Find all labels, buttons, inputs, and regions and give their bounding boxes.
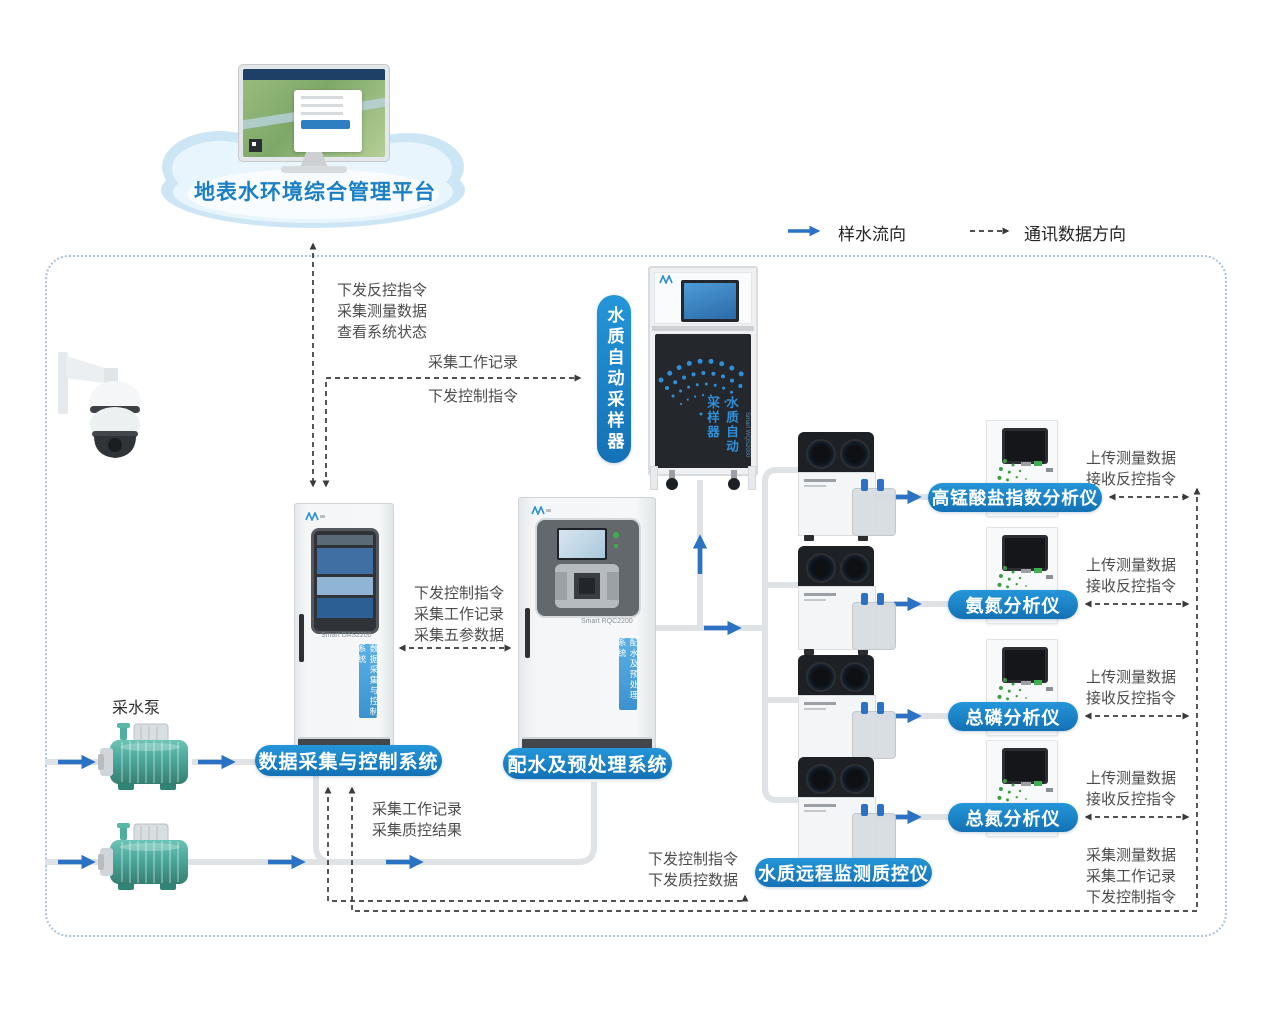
note-analyzer-comm-2: 上传测量数据 接收反控指令	[1086, 557, 1177, 595]
rqc-handle	[525, 608, 530, 658]
note-platform-link: 下发反控指令 采集测量数据 查看系统状态	[337, 282, 428, 341]
sampler-panel: 水质自动采样器 Smart WQS2000	[655, 334, 751, 468]
note-analyzer-comm-3: 上传测量数据 接收反控指令	[1086, 669, 1177, 707]
legend-sample-flow-label: 样水流向	[838, 225, 906, 244]
reagent-vessel	[852, 479, 896, 536]
dot-fan-decoration	[658, 358, 751, 420]
note-analyzer-comm-4: 上传测量数据 接收反控指令	[1086, 770, 1177, 808]
water-pump-1	[98, 723, 188, 790]
qc-unit-3	[798, 655, 898, 767]
das-strip-label: 数据采集与控制系统	[357, 644, 379, 718]
monitor-frame	[238, 64, 390, 162]
sampler-label-pill: 水质自动采样器	[597, 295, 631, 463]
caster-wheel	[728, 470, 740, 492]
sampler-model: Smart WQS2000	[744, 412, 750, 458]
station-boundary	[45, 255, 1227, 937]
rqc-window	[535, 518, 641, 618]
rqc-cabinet: Smart RQC2200 配水及预处理系统	[518, 497, 656, 755]
note-sampler-down: 下发控制指令	[427, 388, 518, 405]
login-button-shape	[301, 120, 350, 130]
comm-lines	[309, 242, 1201, 912]
sampler-panel-text: 水质自动采样器	[705, 396, 738, 454]
das-cabinet: Smart DAS2200 数据采集与控制系统	[294, 503, 394, 755]
monitor-screen	[243, 69, 385, 157]
das-label-pill: 数据采集与控制系统	[255, 745, 442, 776]
screen-header	[243, 69, 385, 80]
platform-monitor	[238, 64, 390, 174]
rqc-model: Smart RQC2200	[581, 618, 633, 625]
surveillance-camera-icon	[58, 352, 141, 458]
note-das-rqc: 下发控制指令 采集工作记录 采集五参数据	[413, 585, 504, 644]
pump-label: 采水泵	[112, 700, 161, 717]
note-das-qc-results: 采集工作记录 采集质控结果	[372, 801, 463, 839]
qc-label-pill: 水质远程监测质控仪	[755, 858, 932, 887]
analyzer-pill-tp: 总磷分析仪	[948, 702, 1078, 731]
note-analyzer-comm-1: 上传测量数据 接收反控指令	[1086, 450, 1177, 488]
qc-unit-1	[798, 432, 898, 544]
rqc-strip-label: 配水及预处理系统	[617, 638, 639, 710]
brand-logo-icon	[305, 512, 325, 521]
brand-logo-icon	[659, 275, 673, 284]
sampler-screen	[681, 280, 739, 322]
water-pump-2	[98, 823, 188, 890]
platform-title: 地表水环境综合管理平台	[194, 181, 436, 204]
analyzer-pill-codmn: 高锰酸盐指数分析仪	[928, 483, 1102, 512]
rqc-label-pill: 配水及预处理系统	[503, 748, 672, 779]
note-trunk-comm: 采集测量数据 采集工作记录 下发控制指令	[1086, 847, 1177, 906]
reagent-vessel	[852, 593, 896, 650]
qc-unit-2	[798, 546, 898, 658]
das-window	[311, 528, 379, 634]
brand-logo-icon	[531, 506, 551, 515]
analyzer-pill-tn: 总氮分析仪	[948, 803, 1078, 832]
analyzer-pill-nh3n: 氨氮分析仪	[948, 590, 1078, 619]
legend-comm-label: 通讯数据方向	[1024, 225, 1126, 244]
auto-sampler: 水质自动采样器 Smart WQS2000	[648, 266, 758, 492]
qr-code-icon	[249, 139, 262, 152]
das-model: Smart DAS2200	[321, 632, 372, 639]
caster-wheel	[666, 470, 678, 492]
reagent-vessel	[852, 804, 896, 861]
note-qc-cmds: 下发控制指令 下发质控数据	[647, 851, 738, 889]
login-panel	[294, 90, 363, 153]
qc-unit-4	[798, 757, 898, 869]
reagent-vessel	[852, 702, 896, 759]
analyzer-screen	[1002, 428, 1048, 464]
das-handle	[299, 614, 304, 662]
note-sampler-up: 采集工作记录	[427, 354, 518, 371]
